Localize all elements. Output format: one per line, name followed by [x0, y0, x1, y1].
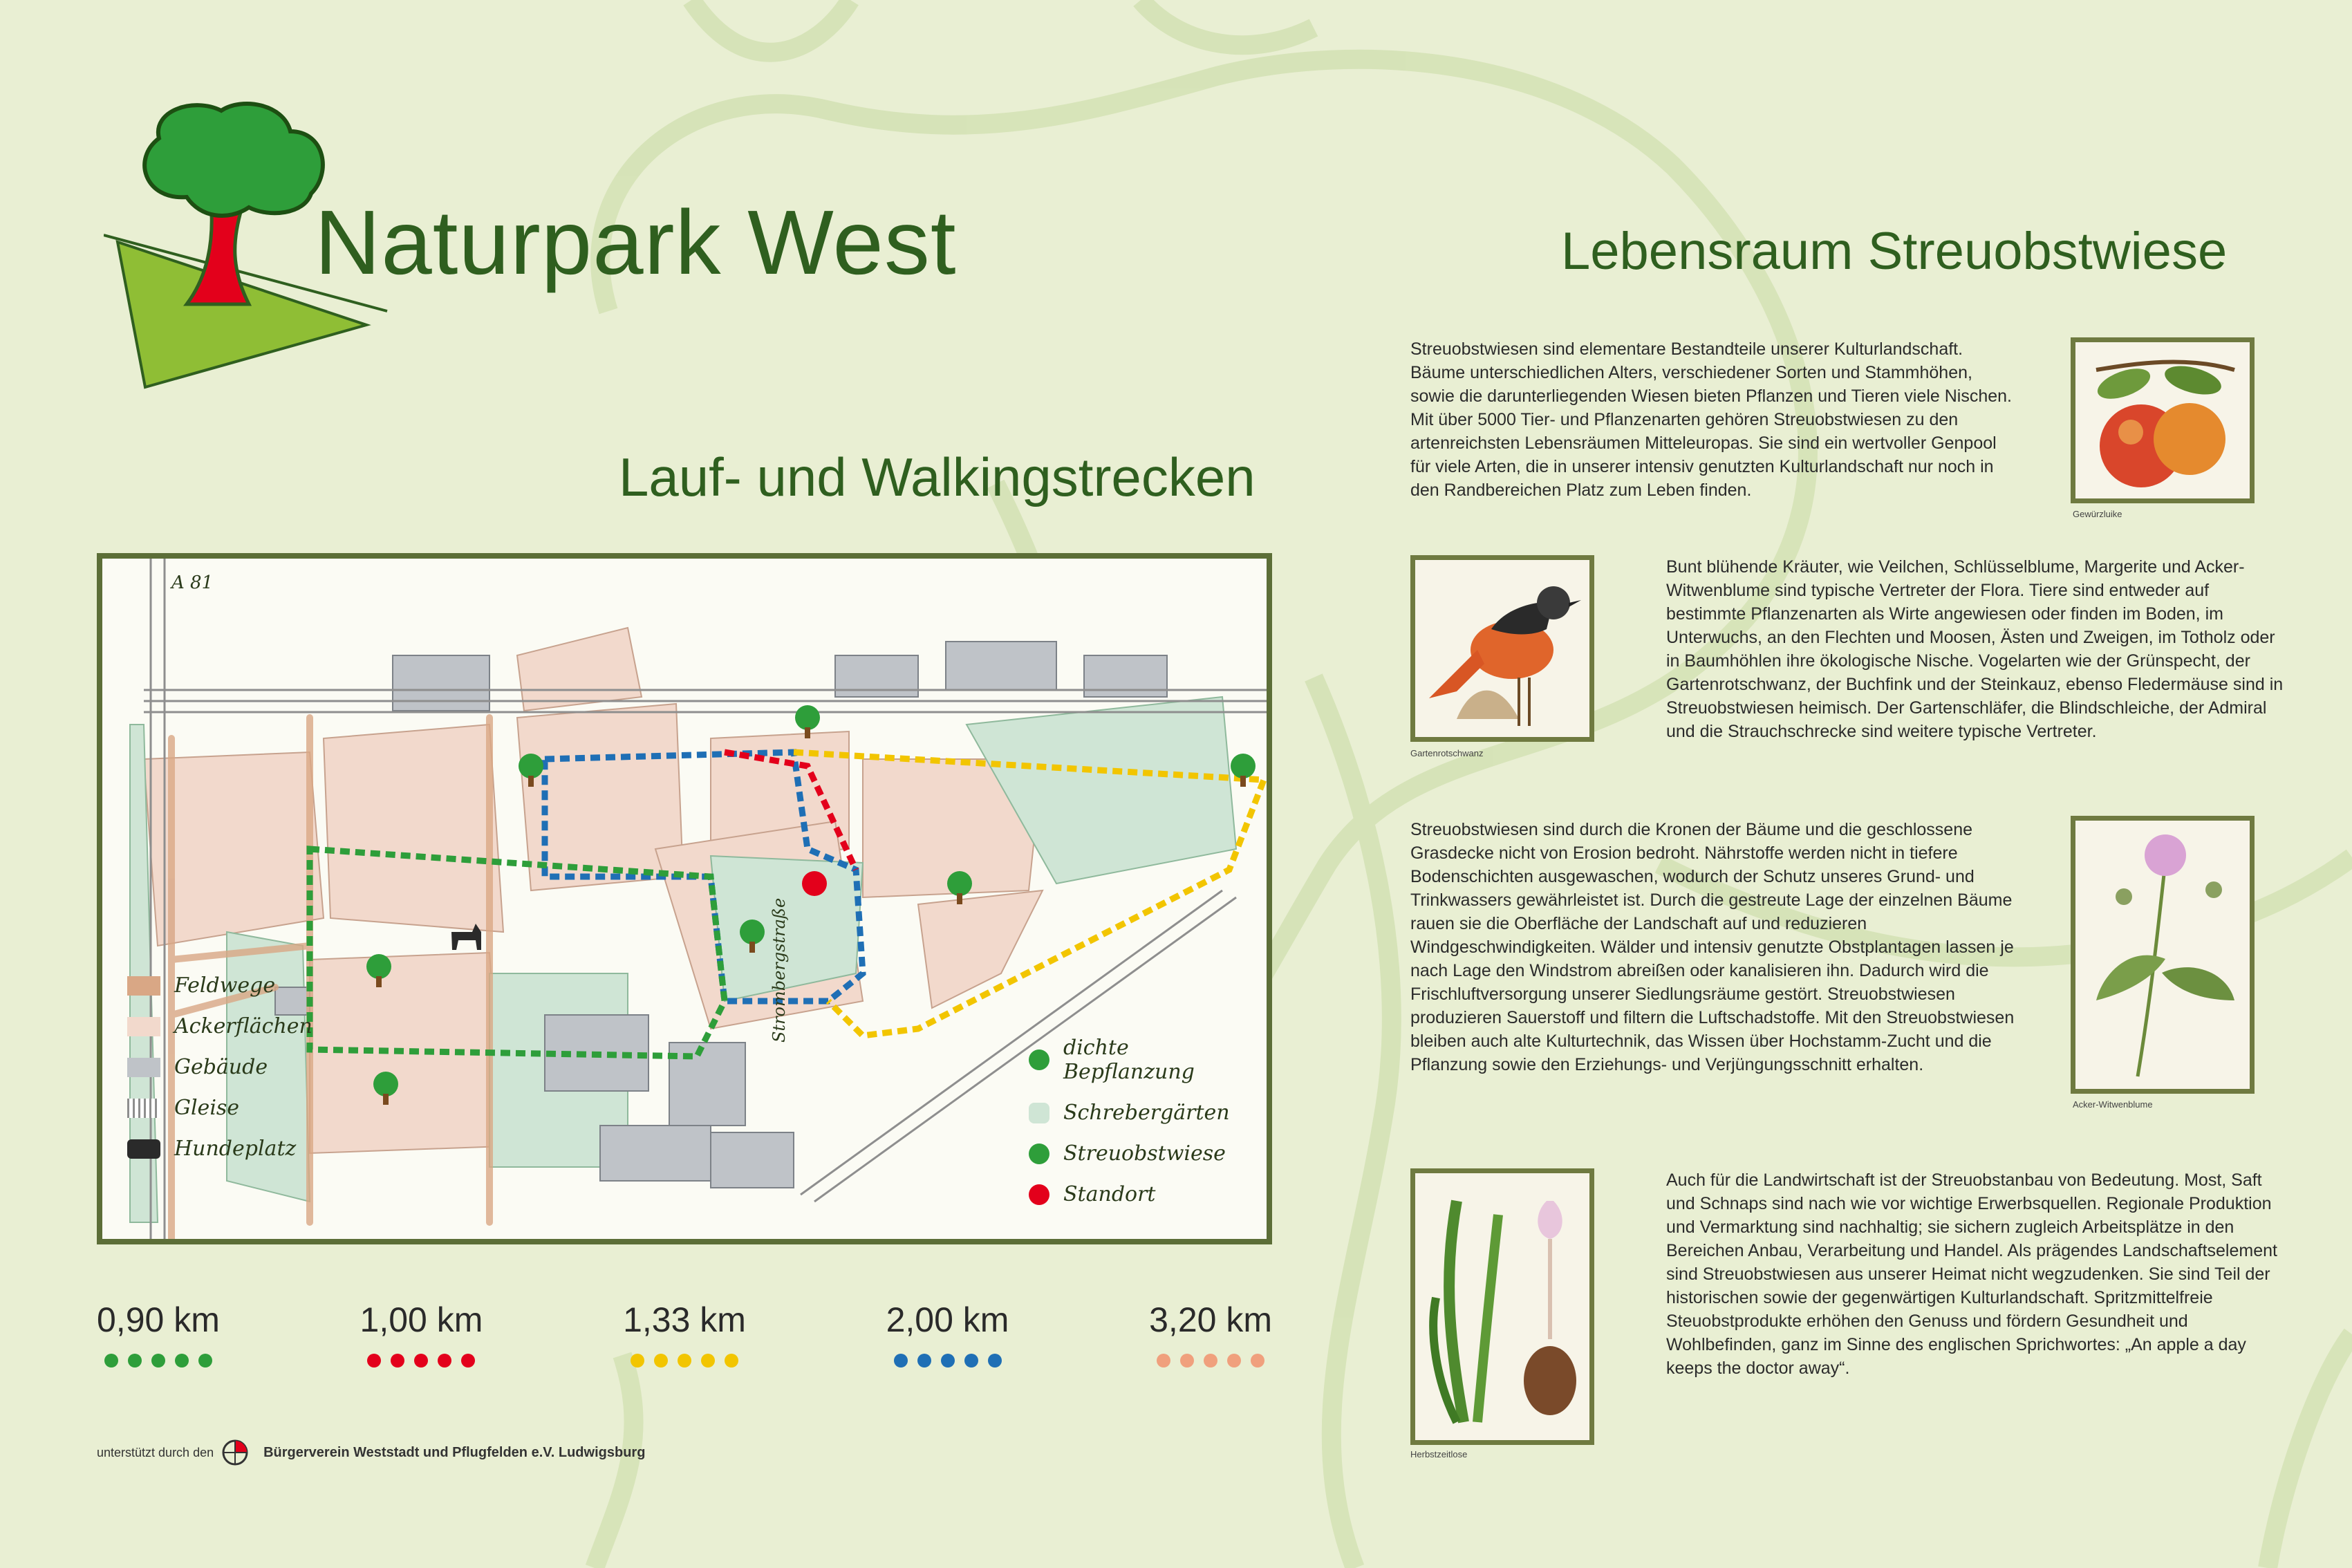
dog-icon	[451, 924, 481, 950]
crocus-image	[1410, 1168, 1594, 1445]
sponsor-org: Bürgerverein Weststadt und Pflugfelden e…	[263, 1444, 646, 1460]
distance-list: 0,90 km 1,00 km 1,33 km 2,00 km 3,20 km	[97, 1300, 1272, 1368]
distance-value: 1,33 km	[623, 1300, 746, 1339]
sponsor-prefix: unterstützt durch den	[97, 1445, 214, 1459]
text-block-1: Streuobstwiesen sind elementare Bestandt…	[1410, 339, 2012, 500]
legend-feldwege: Feldwege	[174, 973, 276, 998]
route-map: Feldwege Ackerflächen Gebäude Gleise Hun…	[97, 553, 1272, 1244]
distance-value: 2,00 km	[886, 1300, 1009, 1339]
caption-crocus: Herbstzeitlose	[1410, 1449, 1468, 1459]
highway-label: A 81	[171, 572, 214, 593]
distance-value: 3,20 km	[1149, 1300, 1272, 1339]
distance-item: 3,20 km	[1149, 1300, 1272, 1368]
legend-schrebergaerten: Schrebergärten	[1063, 1101, 1230, 1125]
legend-gebaeude: Gebäude	[174, 1055, 268, 1079]
legend-right: dichte Bepflanzung Schrebergärten Streuo…	[1029, 1036, 1230, 1223]
sponsor-line: unterstützt durch den Bürgerverein Wests…	[97, 1438, 645, 1467]
street-label: Strombergstraße	[769, 897, 789, 1043]
bird-image	[1410, 555, 1594, 742]
distance-value: 1,00 km	[360, 1300, 483, 1339]
map-drawing	[102, 559, 1267, 1239]
brand-title: Naturpark West	[315, 192, 957, 293]
tree-logo-icon	[104, 102, 388, 389]
caption-bird: Gartenrotschwanz	[1410, 748, 1484, 758]
legend-left: Feldwege Ackerflächen Gebäude Gleise Hun…	[127, 973, 312, 1177]
legend-gleise: Gleise	[174, 1096, 240, 1120]
distance-value: 0,90 km	[97, 1300, 220, 1339]
topic-title: Lebensraum Streuobstwiese	[1561, 222, 2228, 281]
flower-image	[2071, 816, 2255, 1094]
legend-streuobstwiese: Streuobstwiese	[1063, 1141, 1226, 1166]
section-title: Lauf- und Walkingstrecken	[619, 447, 1256, 507]
distance-item: 1,00 km	[360, 1300, 483, 1368]
text-block-4: Auch für die Landwirtschaft ist der Stre…	[1666, 1170, 2277, 1378]
standort-marker	[802, 871, 827, 896]
legend-ackerflaechen: Ackerflächen	[174, 1014, 312, 1038]
caption-apple: Gewürzluike	[2073, 509, 2122, 519]
text-block-3: Streuobstwiesen sind durch die Kronen de…	[1410, 820, 2015, 1074]
buergerverein-logo-icon	[222, 1439, 248, 1466]
legend-hundeplatz: Hundeplatz	[174, 1137, 297, 1161]
apple-image	[2071, 337, 2255, 503]
distance-item: 1,33 km	[623, 1300, 746, 1368]
text-block-2: Bunt blühende Kräuter, wie Veilchen, Sch…	[1666, 557, 2284, 741]
distance-item: 0,90 km	[97, 1300, 220, 1368]
caption-flower: Acker-Witwenblume	[2073, 1099, 2153, 1110]
distance-item: 2,00 km	[886, 1300, 1009, 1368]
legend-standort: Standort	[1063, 1182, 1156, 1206]
legend-dichte-bepflanzung: dichte Bepflanzung	[1063, 1036, 1195, 1084]
